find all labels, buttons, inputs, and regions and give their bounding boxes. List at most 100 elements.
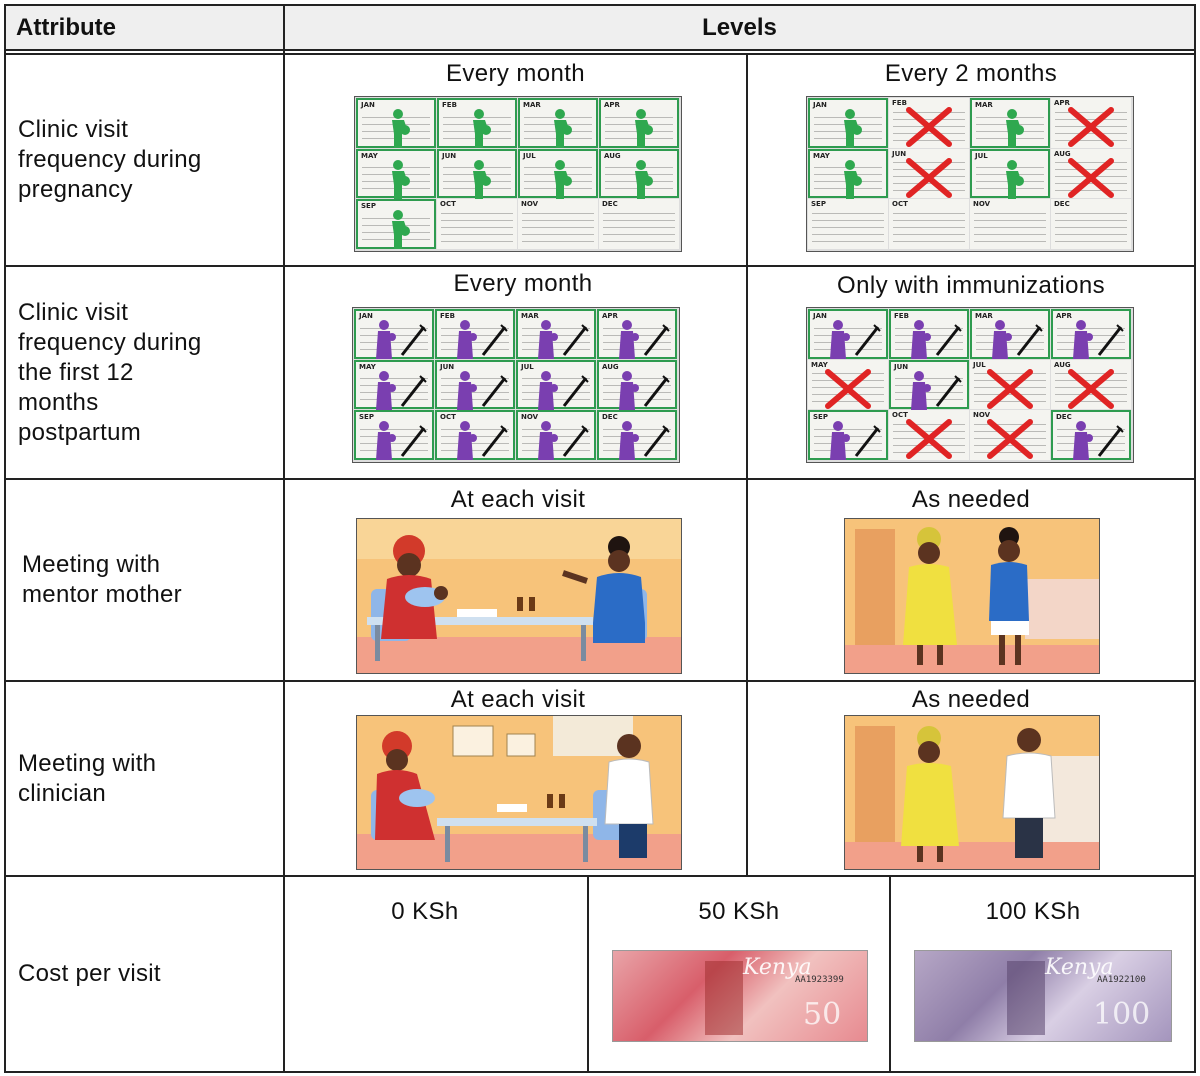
level-at-each-visit: At each visit bbox=[450, 486, 586, 513]
calendar-month-may: MAY bbox=[808, 359, 888, 410]
red-cross-icon bbox=[987, 368, 1033, 409]
table-border bbox=[4, 49, 1196, 51]
red-cross-icon bbox=[1068, 107, 1114, 147]
calendar-month-mar: MAR bbox=[970, 98, 1050, 148]
table-border bbox=[4, 680, 1196, 682]
level-at-each-visit: At each visit bbox=[450, 686, 586, 713]
mother-baby-syringe-icon bbox=[830, 421, 881, 461]
calendar-month-jan: JAN bbox=[356, 98, 436, 148]
table-border bbox=[4, 265, 1196, 267]
calendar-month-nov: NOV bbox=[518, 199, 598, 249]
pregnant-woman-icon bbox=[554, 109, 572, 148]
mother-baby-syringe-icon bbox=[376, 370, 427, 410]
mother-baby-syringe-icon bbox=[1073, 421, 1124, 461]
calendar-month-mar: MAR bbox=[516, 309, 596, 359]
calendar-month-dec: DEC bbox=[599, 199, 679, 249]
attribute-clinician: Meeting with clinician bbox=[18, 749, 157, 807]
banknote-serial: AA1923399 bbox=[795, 975, 844, 985]
attribute-pregnancy-visits: Clinic visit frequency during pregnancy bbox=[18, 116, 202, 203]
red-cross-icon bbox=[1068, 368, 1114, 409]
calendar-month-aug: AUG bbox=[1051, 359, 1131, 410]
clinician-standing-illustration bbox=[845, 716, 1099, 869]
mother-baby-syringe-icon bbox=[911, 320, 962, 359]
header-attribute: Attribute bbox=[6, 6, 283, 49]
calendar-month-jul: JUL bbox=[970, 148, 1050, 199]
calendar-month-nov: NOV bbox=[970, 199, 1050, 249]
header-levels: Levels bbox=[285, 6, 1194, 49]
calendar-month-feb: FEB bbox=[435, 309, 515, 359]
calendar-month-aug: AUG bbox=[599, 148, 679, 199]
level-0-ksh: 0 KSh bbox=[391, 898, 459, 925]
table-border-right bbox=[1194, 4, 1196, 1073]
calendar-month-jan: JAN bbox=[354, 309, 434, 359]
calendar-month-dec: DEC bbox=[1051, 410, 1131, 461]
calendar-month-oct: OCT bbox=[437, 199, 517, 249]
calendar-month-apr: APR bbox=[597, 309, 677, 359]
calendar-month-may: MAY bbox=[808, 148, 888, 199]
banknote-100-ksh: Kenya AA1922100 100 bbox=[914, 950, 1172, 1042]
mother-baby-syringe-icon bbox=[457, 370, 508, 410]
calendar-month-feb: FEB bbox=[889, 309, 969, 359]
calendar-month-jun: JUN bbox=[889, 359, 969, 410]
mentor-mother-meeting-illustration bbox=[357, 519, 681, 673]
clinician-meeting-illustration bbox=[357, 716, 681, 869]
calendar-month-mar: MAR bbox=[518, 98, 598, 148]
mother-baby-syringe-icon bbox=[376, 320, 427, 359]
banknote-building-image bbox=[705, 961, 743, 1035]
table-border-bottom bbox=[4, 1071, 1196, 1073]
calendar-month-jul: JUL bbox=[970, 359, 1050, 410]
pregnant-woman-icon bbox=[554, 159, 572, 199]
table-border bbox=[4, 53, 1196, 55]
pregnant-woman-icon bbox=[1006, 159, 1024, 199]
mother-baby-syringe-icon bbox=[1073, 320, 1124, 359]
calendar-month-nov: NOV bbox=[516, 410, 596, 461]
calendar-month-aug: AUG bbox=[597, 359, 677, 410]
mother-baby-syringe-icon bbox=[830, 320, 881, 359]
calendar-month-jul: JUL bbox=[518, 148, 598, 199]
table-border-left bbox=[4, 4, 6, 1073]
mother-baby-syringe-icon bbox=[619, 370, 670, 410]
calendar-month-may: MAY bbox=[354, 359, 434, 410]
illustration-mentor-mother-at-each-visit bbox=[356, 518, 682, 674]
pregnant-woman-icon bbox=[392, 109, 410, 148]
illustration-mentor-mother-as-needed bbox=[844, 518, 1100, 674]
pregnant-woman-icon bbox=[473, 109, 491, 148]
mother-baby-syringe-icon bbox=[538, 370, 589, 410]
calendar-month-may: MAY bbox=[356, 148, 436, 199]
red-cross-icon bbox=[906, 107, 952, 147]
pregnant-woman-icon bbox=[635, 109, 653, 148]
calendar-month-jun: JUN bbox=[435, 359, 515, 410]
mother-baby-syringe-icon bbox=[619, 320, 670, 359]
calendar-month-jan: JAN bbox=[808, 309, 888, 359]
calendar-month-aug: AUG bbox=[1051, 148, 1131, 199]
calendar-month-apr: APR bbox=[1051, 309, 1131, 359]
banknote-building-image bbox=[1007, 961, 1045, 1035]
level-as-needed: As needed bbox=[911, 486, 1031, 513]
banknote-country: Kenya bbox=[743, 955, 812, 980]
calendar-month-oct: OCT bbox=[435, 410, 515, 461]
red-cross-icon bbox=[1068, 157, 1114, 198]
table-border bbox=[889, 876, 891, 1073]
calendar-month-feb: FEB bbox=[889, 98, 969, 148]
mother-baby-syringe-icon bbox=[992, 320, 1043, 359]
table-border bbox=[4, 875, 1196, 877]
calendar-month-sep: SEP bbox=[808, 410, 888, 461]
mother-baby-syringe-icon bbox=[457, 320, 508, 359]
mother-baby-syringe-icon bbox=[376, 421, 427, 461]
level-every-month: Every month bbox=[445, 60, 586, 87]
banknote-serial: AA1922100 bbox=[1097, 975, 1146, 985]
table-border bbox=[587, 876, 589, 1073]
calendar-month-jul: JUL bbox=[516, 359, 596, 410]
level-100-ksh: 100 KSh bbox=[985, 898, 1081, 925]
pregnant-woman-icon bbox=[392, 159, 410, 199]
mentor-mother-standing-illustration bbox=[845, 519, 1099, 673]
red-cross-icon bbox=[825, 368, 871, 409]
banknote-denomination: 100 bbox=[1093, 997, 1151, 1032]
attribute-cost: Cost per visit bbox=[18, 960, 161, 987]
calendar-month-sep: SEP bbox=[354, 410, 434, 461]
mother-baby-syringe-icon bbox=[619, 421, 670, 461]
calendar-month-jun: JUN bbox=[437, 148, 517, 199]
